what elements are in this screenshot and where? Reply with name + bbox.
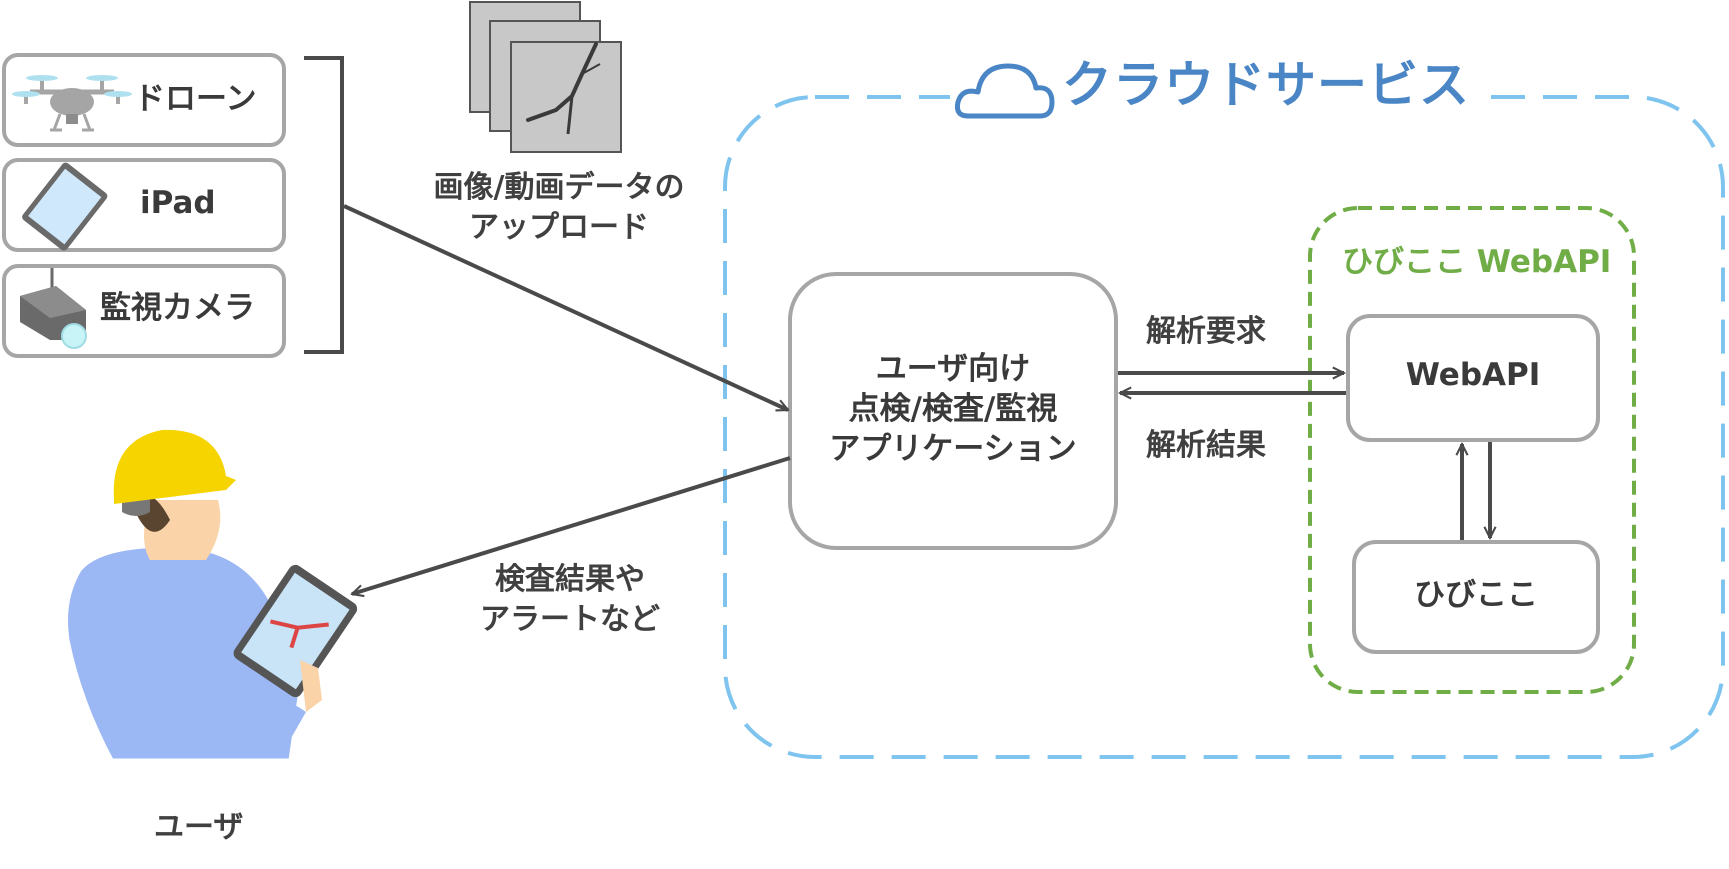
application-label: ユーザ向け 点検/検査/監視 アプリケーション xyxy=(790,349,1116,469)
hibikoko-box-label: ひびここ xyxy=(1414,577,1538,613)
upload-label: 画像/動画データの アップロード xyxy=(414,168,704,248)
upload-label-line1: 画像/動画データの xyxy=(433,170,685,205)
tablet-icon xyxy=(22,162,108,251)
camera-icon xyxy=(20,268,87,349)
hibikoko-box xyxy=(1352,540,1600,654)
cloud-service-title: クラウドサービス xyxy=(1062,56,1470,114)
webapi-box-label: WebAPI xyxy=(1405,357,1541,393)
worker-with-tablet-icon xyxy=(65,429,358,762)
webapi-box xyxy=(1346,314,1600,442)
result-label: 検査結果や アラートなど xyxy=(460,560,680,640)
cloud-service-boundary xyxy=(723,95,1725,759)
hibikoko-webapi-title: ひびここ WebAPI xyxy=(1342,244,1612,280)
upload-label-line2: アップロード xyxy=(469,210,649,245)
cracked-image-stack-icon xyxy=(469,1,622,153)
result-label-line1: 検査結果や xyxy=(495,562,645,597)
hibikoko-webapi-boundary xyxy=(1308,206,1636,694)
drone-icon xyxy=(12,75,132,132)
cloud-icon xyxy=(955,63,1055,119)
device-label-ipad: iPad xyxy=(140,185,216,221)
result-label-line2: アラートなど xyxy=(480,602,660,637)
user-label: ユーザ xyxy=(154,810,244,845)
device-bracket xyxy=(304,56,344,354)
upload-arrow xyxy=(343,204,788,412)
request-label: 解析要求 xyxy=(1146,314,1266,349)
application-label-line1: ユーザ向け xyxy=(875,351,1031,387)
response-label: 解析結果 xyxy=(1146,428,1266,463)
device-label-camera: 監視カメラ xyxy=(100,290,255,326)
application-label-line3: アプリケーション xyxy=(829,431,1077,467)
application-label-line2: 点検/検査/監視 xyxy=(848,391,1058,427)
result-arrow xyxy=(352,456,791,594)
device-label-drone: ドローン xyxy=(134,81,257,117)
